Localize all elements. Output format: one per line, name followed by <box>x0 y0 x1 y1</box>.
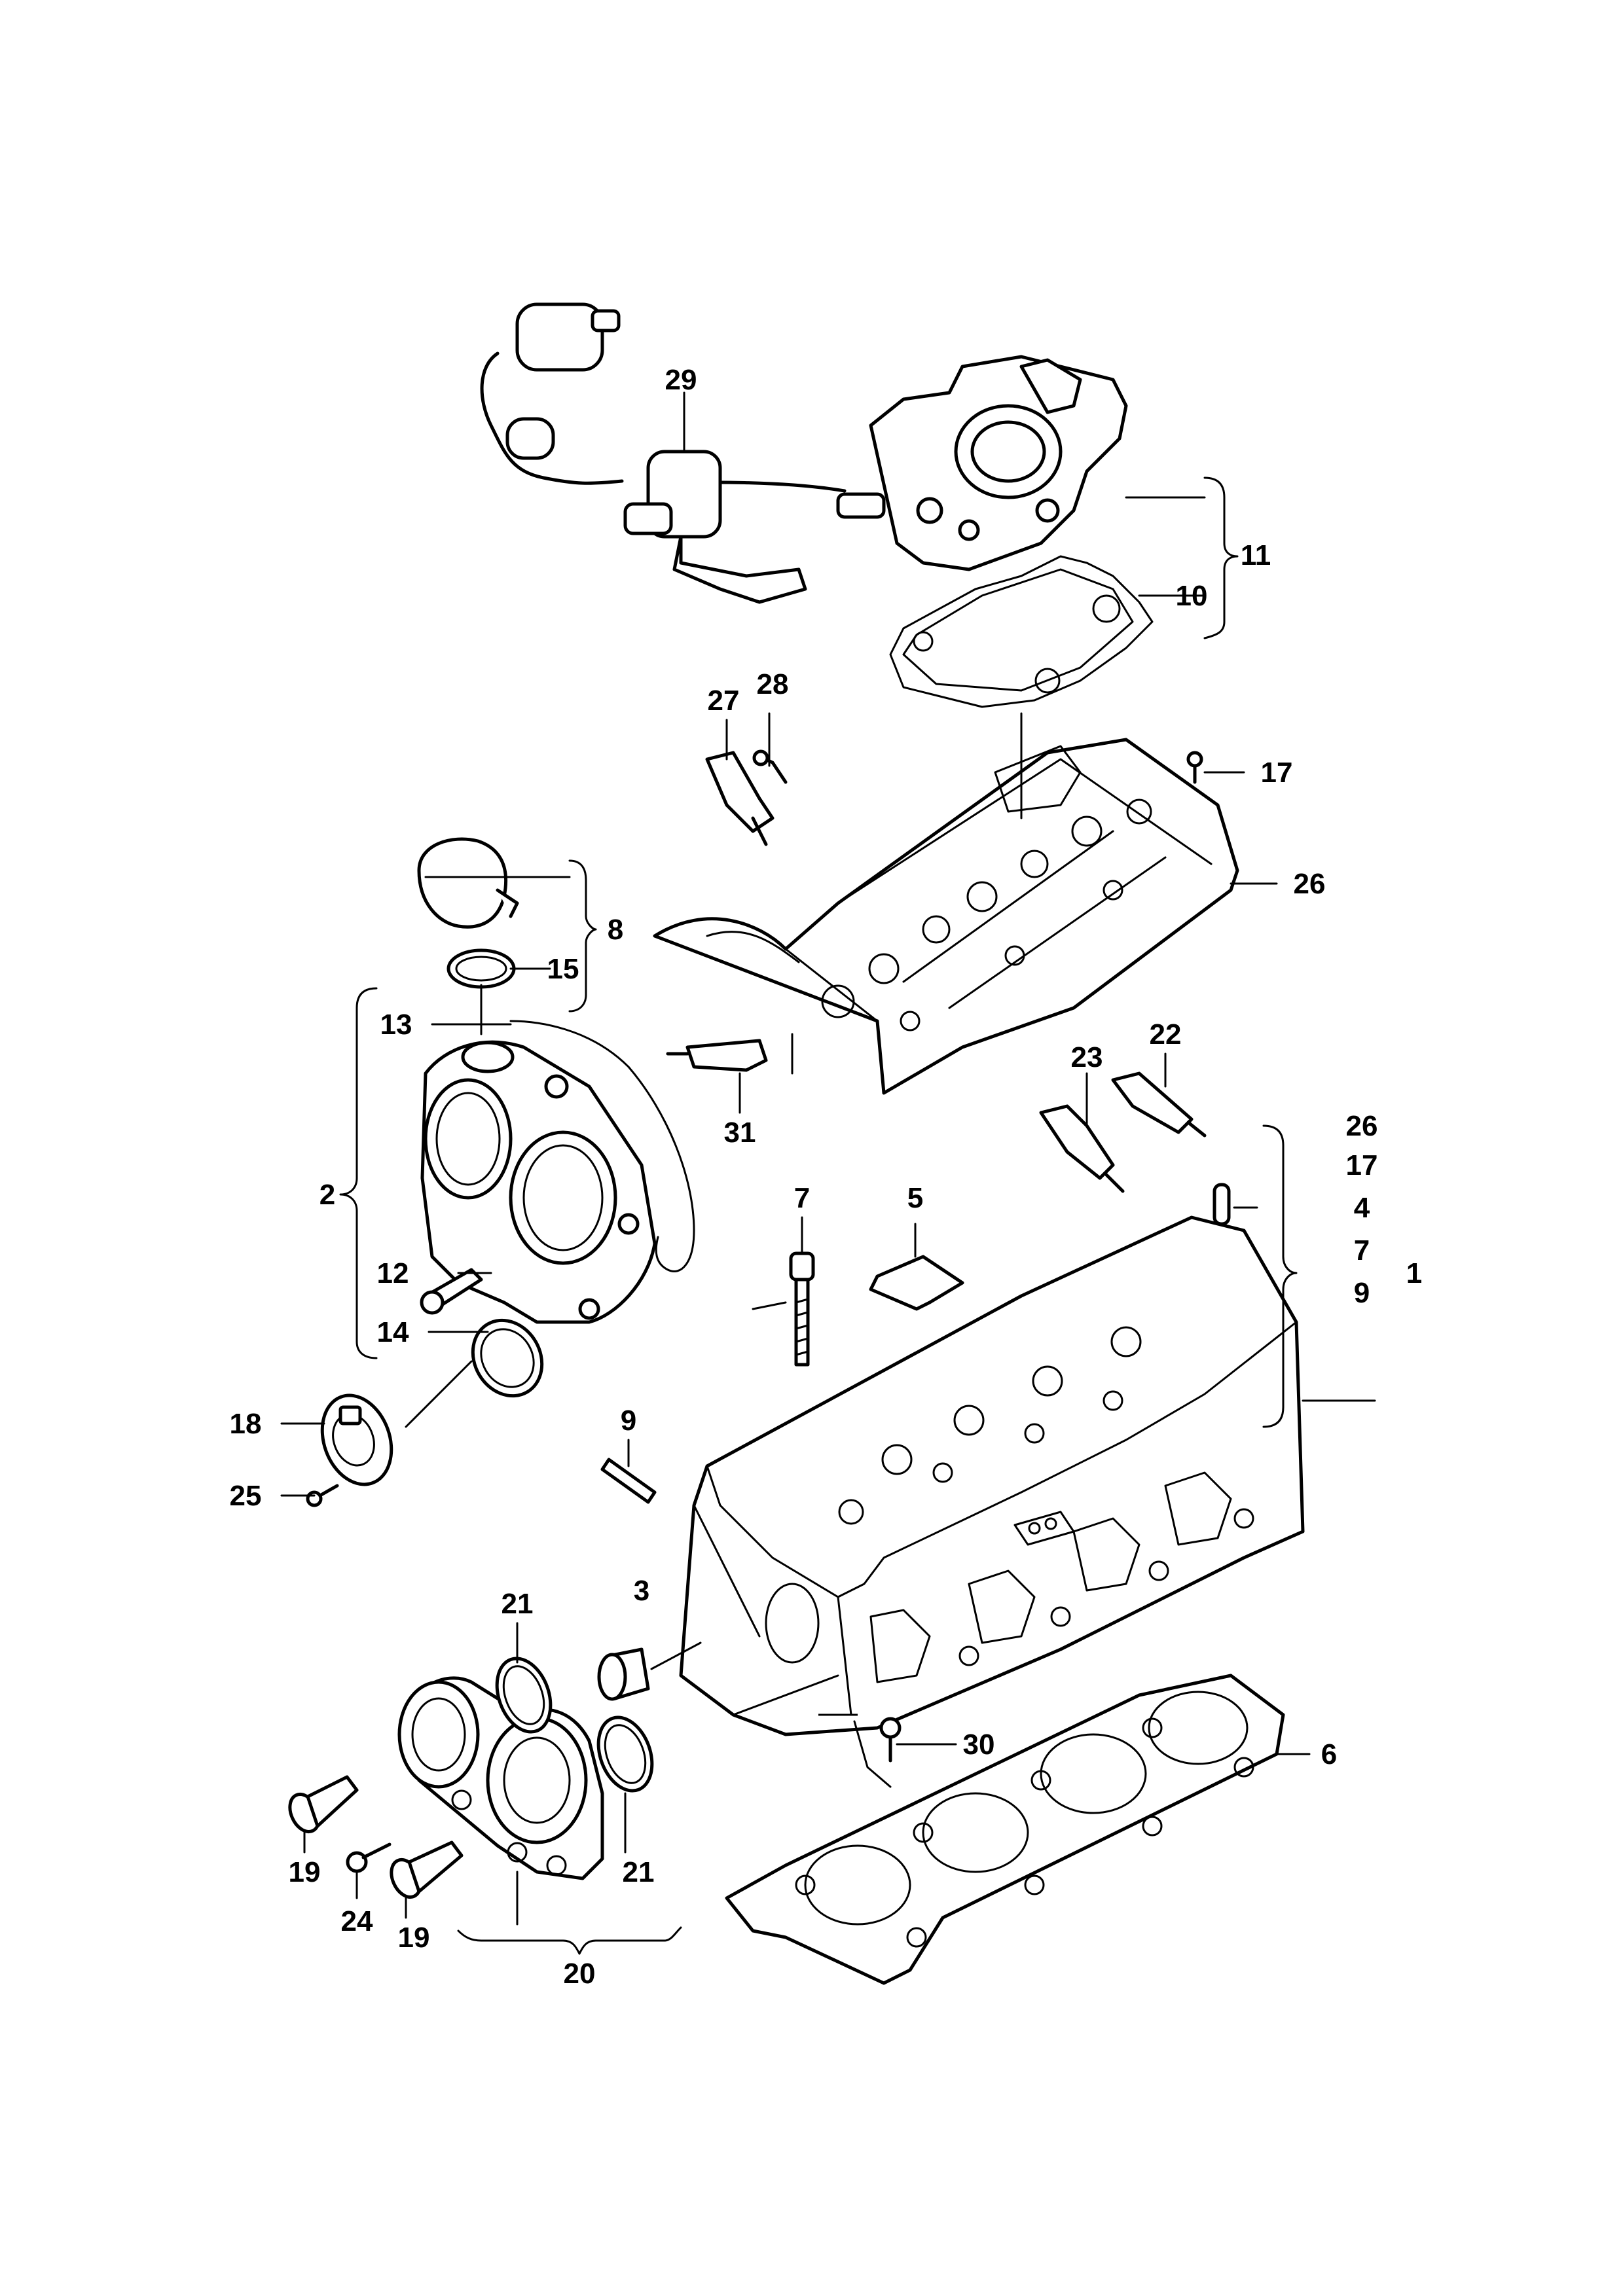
callout-17-top: 17 <box>1261 757 1293 789</box>
callout-1: 1 <box>1406 1257 1422 1289</box>
part-sensor-27 <box>705 751 775 846</box>
callout-31: 31 <box>724 1117 756 1149</box>
part-cylinder-head <box>679 1215 1305 1736</box>
callout-29: 29 <box>665 364 697 396</box>
part-gasket-10 <box>889 555 1154 708</box>
part-sealant-tube-23 <box>1039 1104 1125 1193</box>
callout-18: 18 <box>230 1408 262 1440</box>
part-bolt-12 <box>420 1268 483 1315</box>
part-sealant-tube-31 <box>666 1039 768 1072</box>
part-shim-5 <box>869 1255 964 1311</box>
callout-15: 15 <box>547 953 579 985</box>
part-breather-pipe <box>480 302 886 604</box>
part-seal-14 <box>471 1318 544 1398</box>
callout-26-group: 26 <box>1346 1110 1378 1142</box>
callout-labels: 29 11 10 27 28 17 26 8 15 13 31 23 22 26… <box>230 364 1423 1990</box>
callout-8: 8 <box>608 914 623 946</box>
callout-11: 11 <box>1241 539 1271 571</box>
leader-lines <box>280 391 1376 1955</box>
part-head-bolt-7 <box>789 1251 815 1367</box>
callout-30: 30 <box>963 1729 995 1761</box>
callout-27: 27 <box>708 685 740 717</box>
part-o-ring-21-lower <box>596 1715 654 1793</box>
callout-6: 6 <box>1321 1738 1337 1770</box>
callout-9-group: 9 <box>1354 1277 1370 1309</box>
part-dowel-4 <box>1213 1183 1231 1226</box>
part-sender-wheel-18 <box>320 1393 393 1486</box>
callout-7-group: 7 <box>1354 1234 1370 1266</box>
part-plug-3 <box>597 1647 650 1701</box>
callout-12: 12 <box>377 1257 409 1289</box>
callout-5: 5 <box>907 1182 923 1214</box>
callout-28: 28 <box>757 668 789 700</box>
part-bolt-30 <box>879 1717 902 1763</box>
callout-26-top: 26 <box>1294 868 1326 900</box>
callout-21-top: 21 <box>501 1588 534 1620</box>
part-oil-separator <box>869 355 1128 571</box>
callout-19-left: 19 <box>289 1856 321 1888</box>
callout-23: 23 <box>1071 1041 1103 1073</box>
part-screw-24 <box>346 1842 392 1873</box>
part-bolt-19-upper <box>288 1775 359 1833</box>
callout-2: 2 <box>319 1179 335 1211</box>
part-stud-9 <box>600 1458 657 1504</box>
callout-9: 9 <box>621 1405 636 1437</box>
callout-20: 20 <box>564 1958 596 1990</box>
part-timing-cover <box>420 1040 657 1324</box>
callout-14: 14 <box>377 1316 409 1348</box>
callout-19-right: 19 <box>398 1922 430 1954</box>
part-bolt-17 <box>1186 751 1203 784</box>
part-oil-filler-cap <box>417 837 519 929</box>
part-sealant-tube-22 <box>1111 1071 1207 1138</box>
callout-21-bottom: 21 <box>623 1856 655 1888</box>
part-head-gasket <box>725 1674 1285 1985</box>
part-cylinder-head-cover <box>653 738 1239 1095</box>
callout-13: 13 <box>380 1009 412 1041</box>
part-gasket-13 <box>509 1020 695 1272</box>
callout-7: 7 <box>794 1182 810 1214</box>
part-bolt-28 <box>752 749 788 784</box>
callout-4: 4 <box>1354 1192 1370 1224</box>
callout-24: 24 <box>341 1905 373 1937</box>
callout-10: 10 <box>1176 580 1208 612</box>
callout-25: 25 <box>230 1480 262 1512</box>
callout-22: 22 <box>1150 1018 1182 1050</box>
part-adjuster-housing <box>397 1676 604 1880</box>
callout-17-group: 17 <box>1346 1149 1378 1181</box>
part-o-ring-21-upper <box>495 1657 553 1734</box>
callout-3: 3 <box>634 1575 649 1607</box>
part-bolt-19-lower <box>390 1840 464 1899</box>
part-seal-15 <box>447 948 516 989</box>
